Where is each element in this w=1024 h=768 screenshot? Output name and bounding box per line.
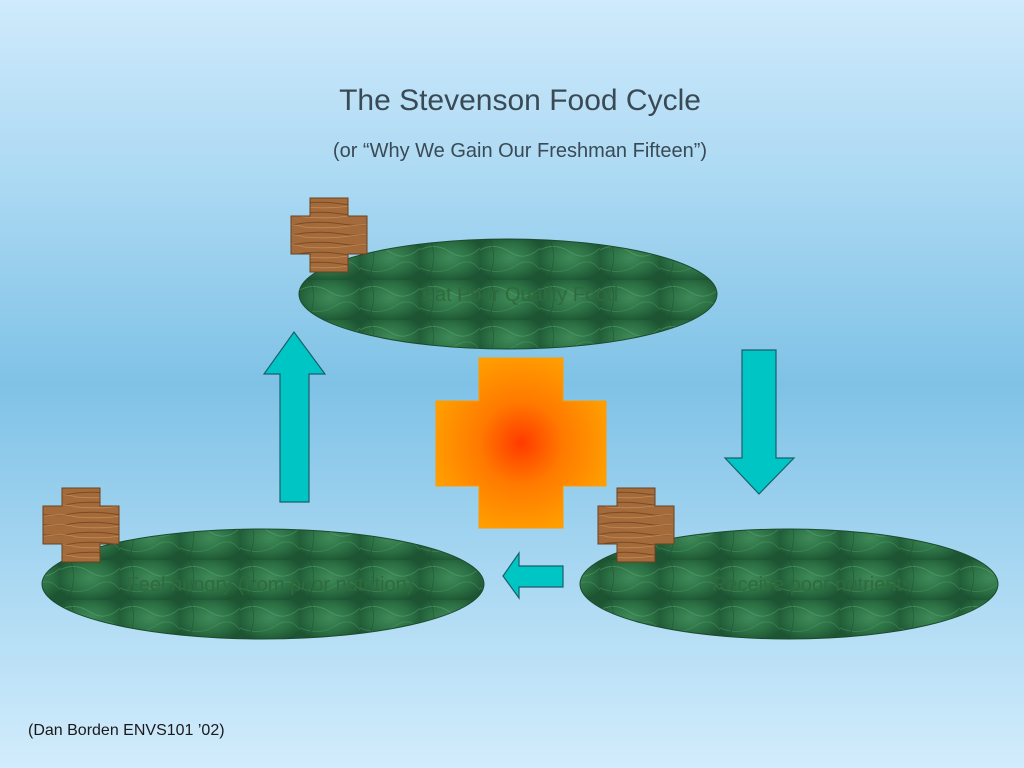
- credit-line: (Dan Borden ENVS101 ’02): [28, 722, 225, 739]
- wood-cross-right: [597, 487, 675, 563]
- node-top-label: Eat Poor Quality Food: [422, 284, 619, 306]
- node-left-label: Feel hungry (from poor nutrition): [127, 574, 414, 596]
- diagram-title: The Stevenson Food Cycle: [339, 84, 701, 117]
- wood-cross-top: [290, 197, 368, 273]
- node-right-label: Receive poor nutrients: [712, 574, 912, 596]
- arrow-left: [502, 551, 564, 600]
- node-right-ellipse: [579, 528, 999, 640]
- center-cross: [435, 357, 607, 529]
- arrow-down: [723, 349, 796, 495]
- wood-cross-left: [42, 487, 120, 563]
- node-top-ellipse: [298, 238, 718, 350]
- diagram-subtitle: (or “Why We Gain Our Freshman Fifteen”): [332, 140, 708, 162]
- node-left-ellipse: [41, 528, 485, 640]
- arrow-up: [262, 330, 327, 503]
